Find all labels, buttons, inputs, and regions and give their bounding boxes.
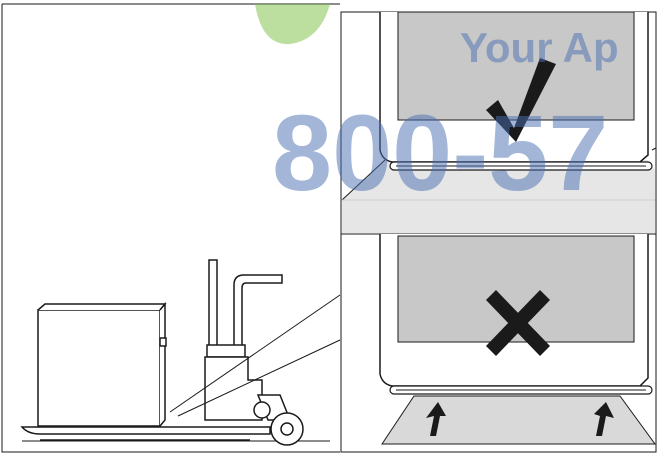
checkmark-icon — [486, 58, 556, 142]
watermark-line1: Your Ap — [460, 24, 619, 71]
cross-icon — [486, 290, 550, 356]
watermark: Your Ap 800-57 — [255, 4, 619, 213]
watermark-line2: 800-57 — [272, 92, 608, 213]
panel-incorrect — [340, 233, 657, 453]
pallet-truck — [20, 259, 330, 446]
arrow-up-right-icon — [594, 402, 614, 436]
panel-correct — [340, 11, 657, 235]
arrow-up-left-icon — [426, 402, 446, 436]
watermark-leaf-icon — [255, 4, 330, 45]
callout-lines — [169, 294, 341, 417]
